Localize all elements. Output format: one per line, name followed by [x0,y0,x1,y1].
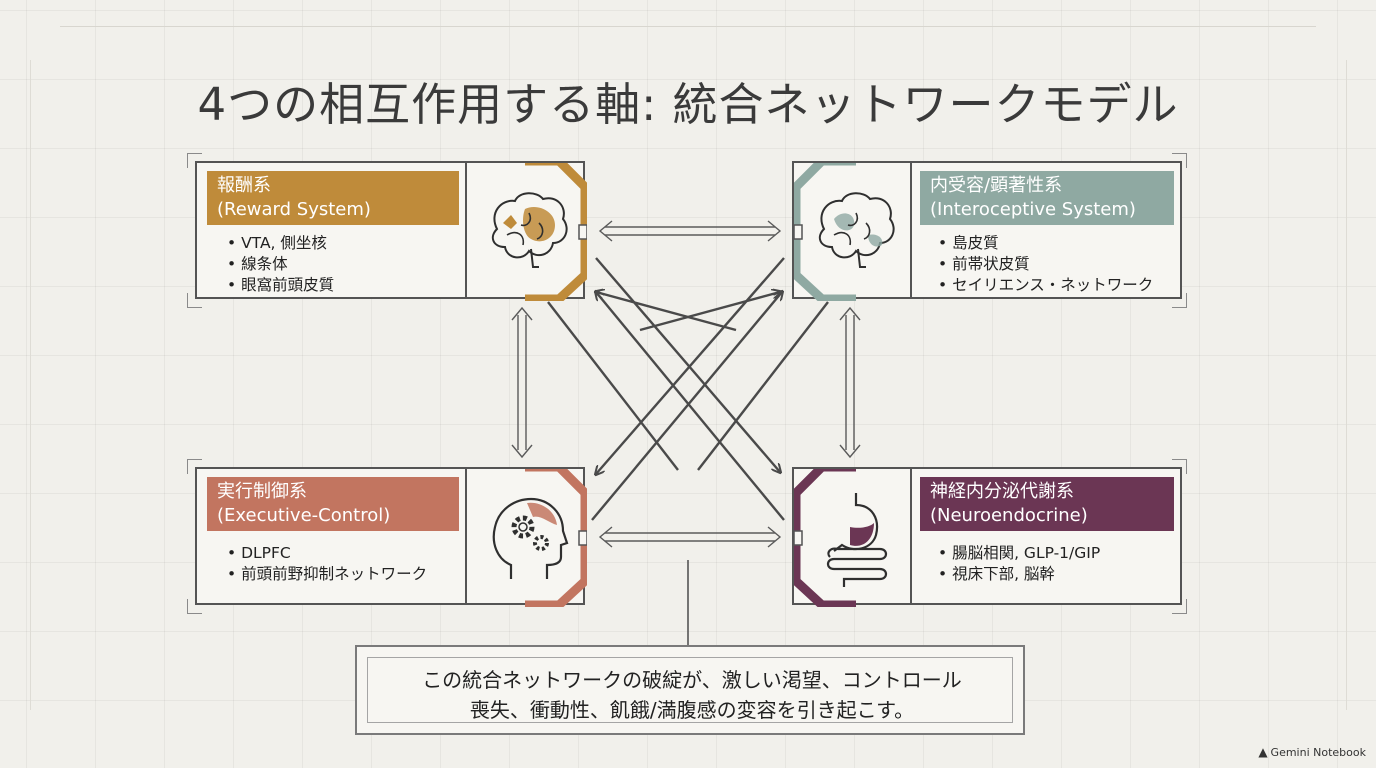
interoceptive-label-english: (Interoceptive System) [930,199,1136,220]
head-gears-icon [492,469,587,607]
executive-label-english: (Executive-Control) [217,505,391,526]
arrow-cross-b [596,292,737,332]
page-title: 4つの相互作用する軸: 統合ネットワークモデル [197,78,1179,131]
brain-highlight-icon [491,163,587,301]
corner-bracket [187,599,202,614]
executive-label: 実行制御系 (Executive-Control) [207,477,459,531]
neuroendocrine-region-list: 腸脳相関, GLP-1/GIP 視床下部, 脳幹 [938,543,1100,585]
arrow-interoceptive-to-executive [596,257,785,474]
stomach-intestine-icon [794,469,888,607]
reward-label-title: 報酬系 [217,175,271,196]
corner-bracket [1172,459,1187,474]
arrow-neuroendocrine-to-reward [596,292,785,521]
list-item: 島皮質 [938,233,1153,254]
conclusion-inner-frame [367,657,1013,723]
executive-icon-box [465,467,587,607]
right-divider [1346,60,1347,710]
reward-label-english: (Reward System) [217,199,371,220]
list-item: セイリエンス・ネットワーク [938,275,1153,296]
reward-icon-box [465,161,587,301]
executive-card: 実行制御系 (Executive-Control) DLPFC 前頭前野抑制ネッ… [195,467,467,605]
brand-footer: ▲Gemini Notebook [1258,745,1366,759]
brand-name: Gemini Notebook [1270,746,1366,759]
interoceptive-icon-box [792,161,912,301]
interoceptive-label-title: 内受容/顕著性系 [930,175,1063,196]
list-item: VTA, 側坐核 [227,233,334,254]
neuroendocrine-label-english: (Neuroendocrine) [930,505,1088,526]
arrow-interoceptive-neuroendocrine [839,306,861,459]
list-item: DLPFC [227,543,427,564]
interoceptive-label: 内受容/顕著性系 (Interoceptive System) [920,171,1174,225]
corner-bracket [1172,293,1187,308]
neuroendocrine-icon-box [792,467,912,607]
neuroendocrine-label: 神経内分泌代謝系 (Neuroendocrine) [920,477,1174,531]
arrow-reward-interoceptive [598,220,782,242]
conclusion-line-1: この統合ネットワークの破綻が、激しい渇望、コントロール [422,668,962,692]
conclusion-box: この統合ネットワークの破綻が、激しい渇望、コントロール 喪失、衝動性、飢餓/満腹… [355,645,1025,735]
reward-card: 報酬系 (Reward System) VTA, 側坐核 線条体 眼窩前頭皮質 [195,161,467,299]
top-divider [60,26,1316,27]
neuroendocrine-label-title: 神経内分泌代謝系 [930,481,1074,502]
arrow-reward-icon-to-neuroendocrine [547,301,679,471]
gemini-logo-icon: ▲ [1258,745,1268,759]
corner-bracket [1172,153,1187,168]
interoceptive-region-list: 島皮質 前帯状皮質 セイリエンス・ネットワーク [938,233,1153,296]
executive-region-list: DLPFC 前頭前野抑制ネットワーク [227,543,427,585]
brain-insula-icon [794,163,895,301]
corner-bracket [1172,599,1187,614]
reward-label: 報酬系 (Reward System) [207,171,459,225]
neuroendocrine-card: 神経内分泌代謝系 (Neuroendocrine) 腸脳相関, GLP-1/GI… [910,467,1182,605]
list-item: 腸脳相関, GLP-1/GIP [938,543,1100,564]
arrow-executive-to-interoceptive [591,292,782,521]
reward-region-list: VTA, 側坐核 線条体 眼窩前頭皮質 [227,233,334,296]
arrow-reward-executive [511,306,533,459]
list-item: 線条体 [227,254,334,275]
executive-label-title: 実行制御系 [217,481,307,502]
corner-bracket [187,153,202,168]
list-item: 前帯状皮質 [938,254,1153,275]
arrow-executive-neuroendocrine [598,526,782,548]
arrow-reward-to-neuroendocrine [595,257,780,472]
corner-bracket [187,293,202,308]
list-item: 眼窩前頭皮質 [227,275,334,296]
list-item: 視床下部, 脳幹 [938,564,1100,585]
left-divider [30,60,31,710]
arrow-cross-a [639,292,780,332]
list-item: 前頭前野抑制ネットワーク [227,564,427,585]
interoceptive-card: 内受容/顕著性系 (Interoceptive System) 島皮質 前帯状皮… [910,161,1182,299]
corner-bracket [187,459,202,474]
conclusion-line-2: 喪失、衝動性、飢餓/満腹感の変容を引き起こす。 [469,698,915,722]
arrow-interoceptive-icon-to-executive [697,301,829,471]
